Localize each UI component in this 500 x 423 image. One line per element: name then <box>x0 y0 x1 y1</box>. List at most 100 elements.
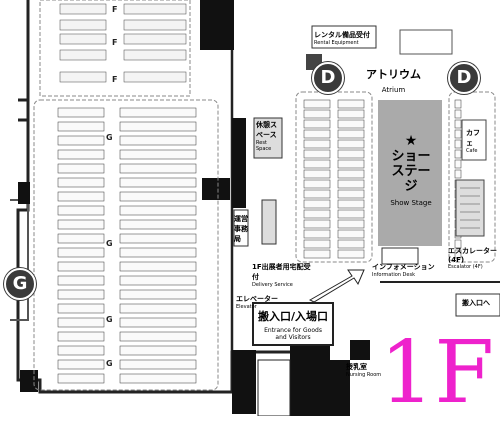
booth-row <box>454 139 462 149</box>
booth-row <box>119 107 197 118</box>
booth-row <box>337 239 365 249</box>
booth-row <box>337 229 365 239</box>
stage-jp: ショーステージ <box>391 149 431 194</box>
booth-row <box>57 317 105 328</box>
booth-row <box>337 119 365 129</box>
booth-row <box>303 169 331 179</box>
booth-row <box>303 109 331 119</box>
booth-row <box>303 189 331 199</box>
booth-row <box>119 275 197 286</box>
atrium-jp: アトリウム <box>366 68 421 81</box>
booth-row <box>337 249 365 259</box>
booth-row <box>119 219 197 230</box>
stage-en: Show Stage <box>390 199 432 207</box>
svg-text:F: F <box>112 5 117 14</box>
booth-row <box>57 163 105 174</box>
cafe-label: カフェ Cafe <box>466 129 480 154</box>
booth-row <box>303 209 331 219</box>
booth-row <box>119 135 197 146</box>
booth-row <box>57 233 105 244</box>
booth-row <box>303 159 331 169</box>
booth-row <box>454 239 462 249</box>
booth-row <box>337 109 365 119</box>
svg-text:G: G <box>106 315 113 324</box>
booth-row <box>337 199 365 209</box>
star-icon: ★ <box>404 133 418 149</box>
booth-row <box>57 177 105 188</box>
booth-row <box>337 99 365 109</box>
info-label: インフォメーション Information Desk <box>372 263 435 278</box>
booth-row <box>337 159 365 169</box>
delivery-counter <box>261 199 277 245</box>
floor-label: 1F <box>379 323 494 423</box>
booth-row <box>454 129 462 139</box>
booth-row <box>454 249 462 259</box>
booth-row <box>119 345 197 356</box>
booth-row <box>57 373 105 384</box>
booth-area-g: G G G G <box>33 99 219 391</box>
booth-row <box>57 261 105 272</box>
booth-row <box>119 373 197 384</box>
svg-text:G: G <box>106 239 113 248</box>
operations-office <box>233 209 249 247</box>
to-loading-label: 搬入口へ <box>462 299 490 307</box>
booth-row <box>57 149 105 160</box>
booth-row <box>57 359 105 370</box>
office-label: 運営事務局 <box>234 215 248 243</box>
booth-row <box>119 177 197 188</box>
booth-row <box>119 303 197 314</box>
svg-text:F: F <box>112 75 117 84</box>
rest-space-label: 休憩スペース Rest Space <box>256 121 277 152</box>
booth-row <box>303 229 331 239</box>
booth-row <box>119 247 197 258</box>
escalator-label: エスカレーター(4F) Escalator (4F) <box>448 247 497 270</box>
booth-row <box>303 99 331 109</box>
booth-row <box>57 303 105 314</box>
show-stage-label: ★ ショーステージ Show Stage <box>386 134 436 211</box>
booth-row <box>454 169 462 179</box>
rental-label: レンタル備品受付 Rental Equipment <box>314 31 370 46</box>
booth-area-d <box>295 91 496 263</box>
booth-row <box>119 205 197 216</box>
rest-space <box>253 117 283 159</box>
booth-row <box>337 139 365 149</box>
booth-row <box>454 99 462 109</box>
booth-row <box>57 289 105 300</box>
booth-row <box>303 239 331 249</box>
show-stage <box>378 100 442 246</box>
booth-row <box>337 219 365 229</box>
svg-text:G: G <box>106 133 113 142</box>
svg-text:G: G <box>106 359 113 368</box>
booth-row <box>119 359 197 370</box>
cafe-area <box>461 119 487 161</box>
atrium-label: アトリウム Atrium <box>366 66 421 95</box>
booth-row <box>337 179 365 189</box>
area-d-badge-right: D <box>448 62 480 94</box>
booth-row <box>57 345 105 356</box>
booth-row <box>57 205 105 216</box>
booth-row <box>454 159 462 169</box>
area-d-badge: D <box>312 62 344 94</box>
booth-row <box>337 169 365 179</box>
booth-area-f: FFF <box>39 0 191 97</box>
booth-row <box>57 191 105 202</box>
booth-row <box>57 121 105 132</box>
booth-row <box>57 331 105 342</box>
booth-row <box>454 119 462 129</box>
elevator-label: エレベーター Elevator <box>236 295 278 310</box>
booth-row <box>119 261 197 272</box>
booth-row <box>57 135 105 146</box>
booth-row <box>303 219 331 229</box>
booth-row <box>119 233 197 244</box>
booth-row <box>119 317 197 328</box>
booth-row <box>57 219 105 230</box>
entrance-jp: 搬入口/入場口 <box>258 310 329 323</box>
entrance-label: 搬入口/入場口 Entrance for Goods and Visitors <box>252 302 335 346</box>
booth-row <box>337 129 365 139</box>
escalator <box>455 179 485 237</box>
booth-row <box>57 107 105 118</box>
booth-row <box>454 109 462 119</box>
nursing-room <box>350 340 370 360</box>
booth-row <box>337 149 365 159</box>
